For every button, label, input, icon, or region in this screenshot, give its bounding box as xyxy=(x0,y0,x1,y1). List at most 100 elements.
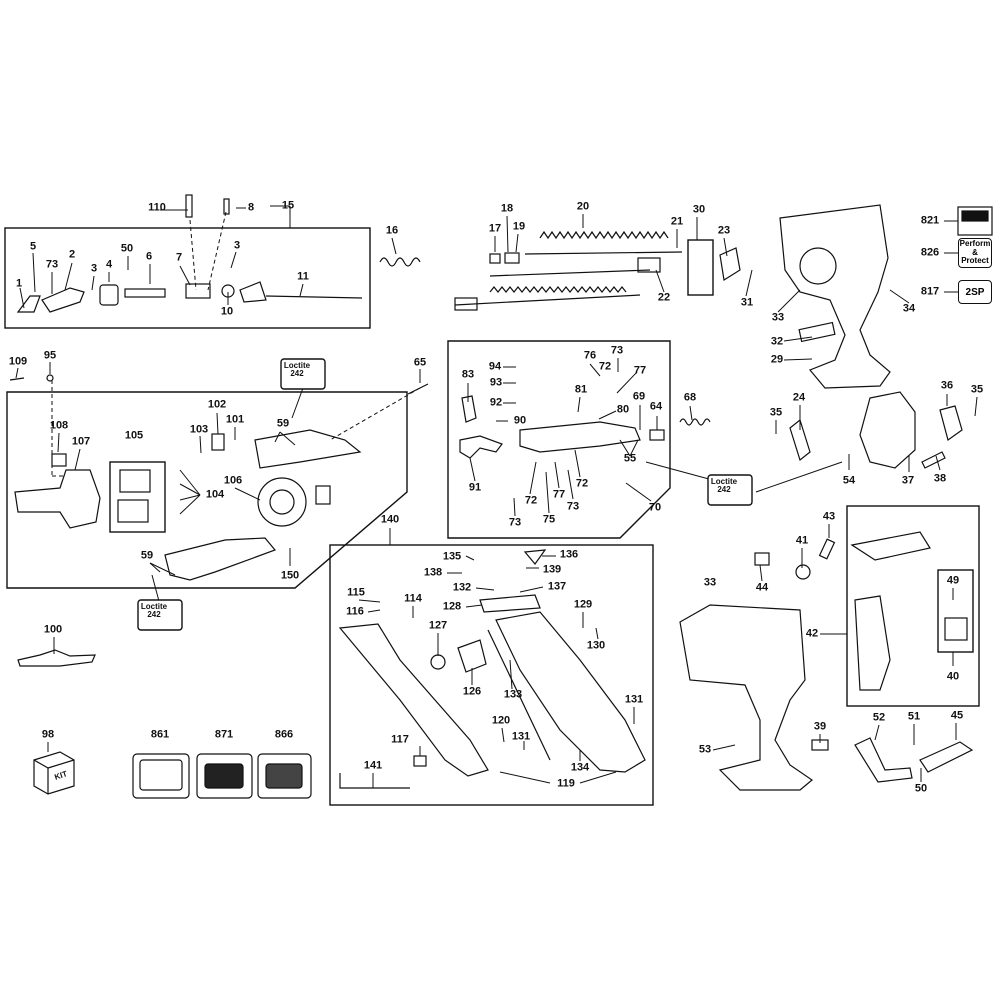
label-37: 37 xyxy=(901,474,915,487)
part-109 xyxy=(9,377,25,381)
2sp-tag: 2SP xyxy=(958,280,992,304)
part-106-b xyxy=(315,485,331,505)
label-10: 10 xyxy=(220,305,234,318)
label-24: 24 xyxy=(792,391,806,404)
label-115: 115 xyxy=(347,586,365,599)
label-45: 45 xyxy=(950,709,964,722)
label-95: 95 xyxy=(43,349,57,362)
part-4 xyxy=(99,284,119,306)
part-7 xyxy=(185,283,211,299)
part-16-spring xyxy=(379,257,421,267)
label-75: 75 xyxy=(542,513,556,526)
label-1: 1 xyxy=(15,277,23,290)
loctite-label: Loctite xyxy=(283,361,311,370)
perform-text: Perform xyxy=(959,239,991,249)
part-126 xyxy=(457,639,487,673)
label-2: 2 xyxy=(68,248,76,261)
battery-871 xyxy=(204,763,244,789)
label-93: 93 xyxy=(489,376,503,389)
part-21-rod xyxy=(524,251,683,255)
part-2 xyxy=(41,287,85,313)
part-44 xyxy=(754,552,770,566)
loctite-badge: Loctite 242 xyxy=(140,602,168,620)
label-141: 141 xyxy=(363,759,383,772)
label-140: 140 xyxy=(380,513,400,526)
part-68-spring xyxy=(679,418,711,426)
label-102: 102 xyxy=(207,398,227,411)
part-11-head xyxy=(239,281,267,303)
label-36: 36 xyxy=(940,379,954,392)
label-73: 73 xyxy=(610,344,624,357)
label-73: 73 xyxy=(508,516,522,529)
label-16: 16 xyxy=(385,224,399,237)
label-77: 77 xyxy=(552,488,566,501)
part-102 xyxy=(211,433,225,451)
loctite-number: 242 xyxy=(290,369,304,379)
label-41: 41 xyxy=(795,534,809,547)
part-11-rod xyxy=(265,295,363,299)
label-8: 8 xyxy=(247,201,255,214)
plate-lower xyxy=(164,537,277,581)
label-119: 119 xyxy=(557,777,575,790)
label-106: 106 xyxy=(223,474,243,487)
badge-821-fill xyxy=(961,210,989,222)
label-31: 31 xyxy=(740,296,754,309)
battery-866-frame xyxy=(257,753,312,799)
group-box-105 xyxy=(109,461,166,533)
part-38 xyxy=(921,451,946,469)
part-106-inner xyxy=(269,489,295,515)
group-box-40 xyxy=(937,569,974,653)
loctite-badge: Loctite 242 xyxy=(710,477,738,495)
label-59: 59 xyxy=(276,417,290,430)
part-piston xyxy=(454,297,478,311)
label-18: 18 xyxy=(500,202,514,215)
case-861 xyxy=(132,753,190,799)
label-32: 32 xyxy=(770,335,784,348)
screw-part-110 xyxy=(185,194,193,218)
part-39 xyxy=(811,739,829,751)
label-38: 38 xyxy=(933,472,947,485)
part-24 xyxy=(789,418,811,462)
label-109: 109 xyxy=(8,355,28,368)
loctite-badge: Loctite 242 xyxy=(283,361,311,379)
ampersand-text: & xyxy=(972,247,978,257)
2sp-text: 2SP xyxy=(965,286,985,298)
battery-871-frame xyxy=(196,753,253,799)
label-64: 64 xyxy=(649,400,663,413)
part-83 xyxy=(461,395,477,423)
part-22-rod xyxy=(489,269,651,277)
label-65: 65 xyxy=(413,356,427,369)
label-110: 110 xyxy=(148,201,166,214)
part-128 xyxy=(479,594,541,613)
housing-part-33-bottom xyxy=(679,604,813,791)
label-34: 34 xyxy=(902,302,916,315)
part-40 xyxy=(944,617,968,641)
label-100: 100 xyxy=(43,623,63,636)
label-49: 49 xyxy=(946,574,960,587)
label-51: 51 xyxy=(907,710,921,723)
label-40: 40 xyxy=(946,670,960,683)
label-29: 29 xyxy=(770,353,784,366)
label-42: 42 xyxy=(805,627,819,640)
loctite-number: 242 xyxy=(147,610,161,620)
part-100 xyxy=(17,649,96,667)
label-73: 73 xyxy=(566,500,580,513)
part-17 xyxy=(489,253,501,264)
label-50: 50 xyxy=(120,242,134,255)
part-10 xyxy=(221,284,235,298)
label-70: 70 xyxy=(648,501,662,514)
case-861-inner xyxy=(139,759,183,791)
label-861: 861 xyxy=(150,728,170,741)
part-127 xyxy=(430,654,446,670)
label-826: 826 xyxy=(920,246,940,259)
loctite-label: Loctite xyxy=(710,477,738,486)
magazine-left xyxy=(338,623,489,777)
label-104: 104 xyxy=(205,488,225,501)
label-135: 135 xyxy=(442,550,462,563)
group-box-70 xyxy=(447,340,671,539)
label-101: 101 xyxy=(225,413,245,426)
label-103: 103 xyxy=(189,423,209,436)
label-3: 3 xyxy=(233,239,241,252)
part-64 xyxy=(649,429,665,441)
